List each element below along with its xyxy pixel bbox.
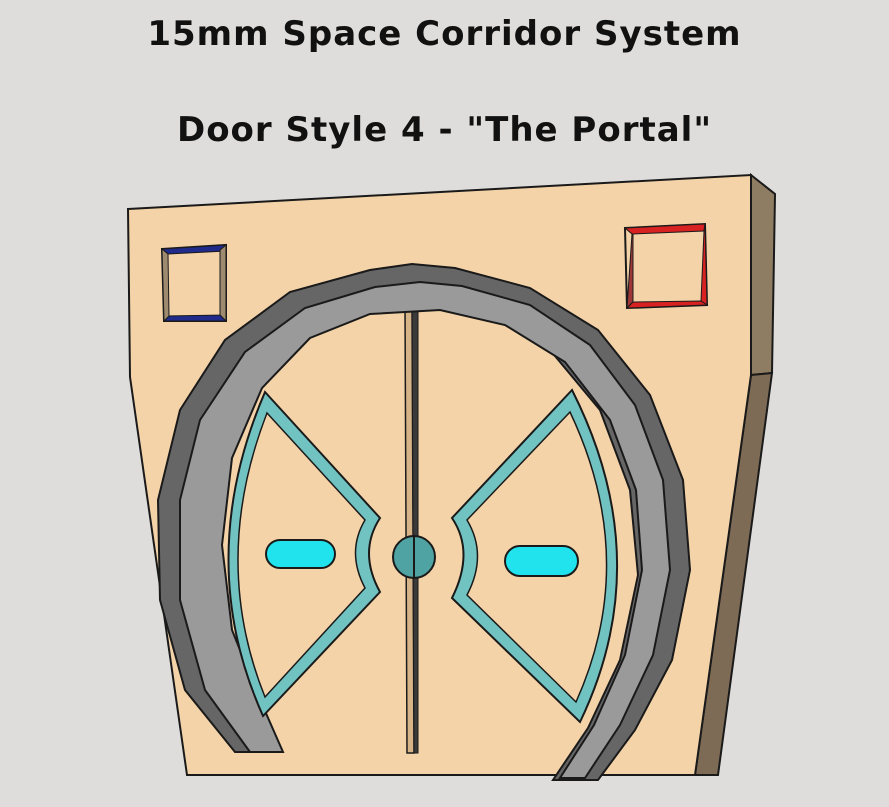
left-cyan-light-icon	[265, 539, 336, 569]
right-cyan-light-icon	[504, 545, 579, 577]
blue-square-panel-icon	[160, 243, 227, 323]
red-square-panel-icon	[623, 222, 709, 310]
wall-panel-side	[750, 172, 777, 377]
page-title: 15mm Space Corridor System	[147, 14, 742, 54]
page-subtitle: Door Style 4 - "The Portal"	[176, 110, 713, 150]
portal-ring-face	[179, 280, 672, 779]
